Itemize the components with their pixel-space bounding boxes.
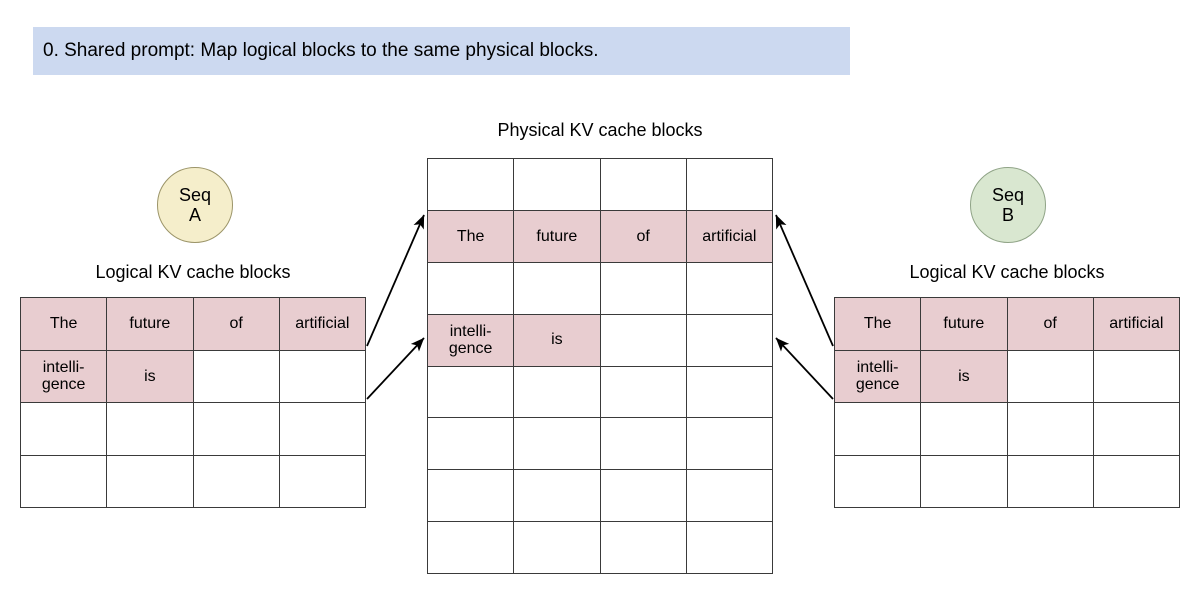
kv-row <box>426 261 774 315</box>
physical-table-caption: Physical KV cache blocks <box>497 120 703 140</box>
kv-cell-empty <box>599 417 687 471</box>
kv-cell-token: of <box>192 297 280 351</box>
kv-cell-empty <box>192 349 280 403</box>
arrow-right-row2 <box>775 337 834 400</box>
kv-cell-empty <box>513 469 601 523</box>
kv-cell-empty <box>920 454 1008 508</box>
kv-cell-empty <box>1006 402 1094 456</box>
prompt-banner: 0. Shared prompt: Map logical blocks to … <box>33 27 850 75</box>
kv-row <box>426 521 774 575</box>
kv-cell-empty <box>599 313 687 367</box>
kv-cell-empty <box>1006 454 1094 508</box>
arrow-right-row1 <box>775 214 834 347</box>
kv-cell-empty <box>278 402 367 456</box>
kv-cell-empty <box>833 402 922 456</box>
kv-cell-empty <box>685 365 774 419</box>
kv-cell-empty <box>1092 349 1181 403</box>
kv-cell-empty <box>106 402 194 456</box>
seq-b-badge: Seq B <box>970 167 1046 243</box>
kv-row <box>426 365 774 419</box>
kv-cell-empty <box>513 521 601 575</box>
kv-cell-empty <box>19 402 108 456</box>
kv-cell-empty <box>192 454 280 508</box>
kv-cell-empty <box>685 261 774 315</box>
kv-cell-empty <box>278 454 367 508</box>
kv-cell-token: future <box>106 297 194 351</box>
kv-cell-token: artificial <box>685 209 774 263</box>
kv-cell-empty <box>920 402 1008 456</box>
kv-cell-empty <box>685 313 774 367</box>
kv-cell-token: The <box>426 209 515 263</box>
kv-cell-token: intelli-gence <box>426 313 515 367</box>
kv-cell-empty <box>685 417 774 471</box>
kv-cell-token: artificial <box>1092 297 1181 351</box>
kv-cell-empty <box>1092 454 1181 508</box>
kv-cell-empty <box>1006 349 1094 403</box>
seq-a-badge: Seq A <box>157 167 233 243</box>
kv-cell-empty <box>426 365 515 419</box>
kv-cell-token: The <box>833 297 922 351</box>
kv-cell-token: future <box>920 297 1008 351</box>
kv-cell-empty <box>599 521 687 575</box>
kv-cell-empty <box>106 454 194 508</box>
kv-cell-empty <box>513 158 601 211</box>
logical-left-caption: Logical KV cache blocks <box>95 262 291 282</box>
seq-a-label-line1: Seq <box>178 184 212 205</box>
kv-cell-empty <box>278 349 367 403</box>
kv-row <box>19 454 367 508</box>
kv-cell-token: intelli-gence <box>19 349 108 403</box>
kv-cell-token: future <box>513 209 601 263</box>
kv-cell-empty <box>685 521 774 575</box>
kv-cell-empty <box>599 365 687 419</box>
kv-cell-token: of <box>599 209 687 263</box>
kv-cell-empty <box>19 454 108 508</box>
kv-cell-token: of <box>1006 297 1094 351</box>
prompt-banner-text: 0. Shared prompt: Map logical blocks to … <box>43 39 599 61</box>
kv-cell-empty <box>685 469 774 523</box>
kv-cell-empty <box>513 365 601 419</box>
kv-cell-empty <box>685 158 774 211</box>
kv-cell-empty <box>426 261 515 315</box>
kv-cell-empty <box>833 454 922 508</box>
seq-b-label-line2: B <box>1001 205 1014 225</box>
logical-right-caption: Logical KV cache blocks <box>909 262 1105 282</box>
arrow-left-row1 <box>366 214 425 347</box>
kv-cell-token: intelli-gence <box>833 349 922 403</box>
seq-a-label-line2: A <box>188 205 201 225</box>
arrow-left-row2 <box>366 337 425 400</box>
kv-cell-empty <box>1092 402 1181 456</box>
kv-row <box>426 469 774 523</box>
kv-cell-empty <box>513 261 601 315</box>
kv-cell-token: The <box>19 297 108 351</box>
kv-row <box>19 402 367 456</box>
kv-cell-empty <box>426 521 515 575</box>
kv-cell-empty <box>426 469 515 523</box>
kv-cell-token: is <box>513 313 601 367</box>
kv-row <box>426 158 774 211</box>
kv-cell-token: is <box>920 349 1008 403</box>
kv-cell-empty <box>192 402 280 456</box>
kv-row <box>833 454 1181 508</box>
kv-cell-empty <box>599 261 687 315</box>
kv-cell-token: is <box>106 349 194 403</box>
seq-b-label-line1: Seq <box>991 184 1025 205</box>
kv-row <box>833 402 1181 456</box>
kv-cell-empty <box>426 417 515 471</box>
kv-cell-empty <box>599 158 687 211</box>
kv-cell-token: artificial <box>278 297 367 351</box>
kv-cell-empty <box>513 417 601 471</box>
kv-cell-empty <box>426 158 515 211</box>
kv-row <box>426 417 774 471</box>
kv-cell-empty <box>599 469 687 523</box>
